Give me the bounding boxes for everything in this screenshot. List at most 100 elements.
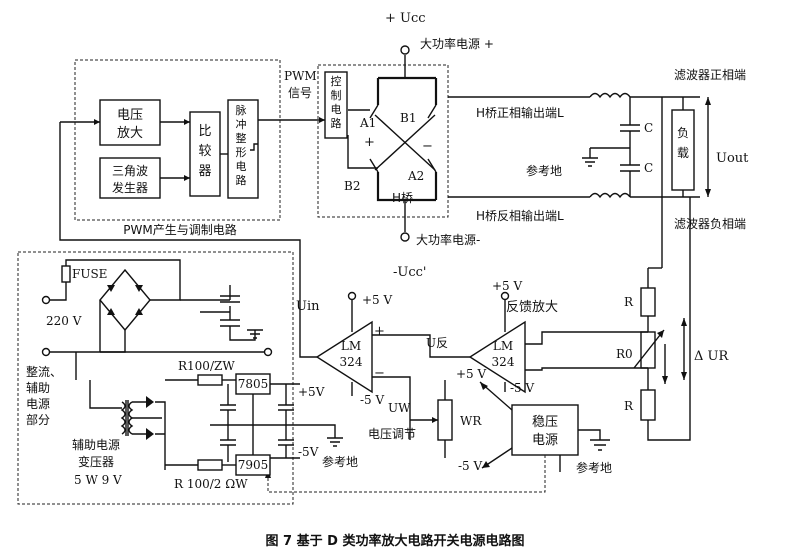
switch-a1-b1: [369, 104, 437, 119]
h-out-neg-label: H桥反相输出端L: [476, 208, 564, 223]
cap-label-1: C: [644, 121, 653, 135]
input-plus-sign: +: [374, 324, 385, 339]
comparator-label-3: 器: [198, 164, 211, 179]
fuse-symbol: [61, 265, 71, 283]
h-bridge-top-rail: [376, 76, 438, 105]
wr-minus5v-label: -5 V: [458, 459, 483, 473]
label-a2: A2: [407, 169, 424, 183]
vcc-neg-label: -Ucc': [393, 265, 426, 280]
resistor-r100zw: [197, 374, 223, 386]
lm324-2-label-1: LM: [493, 339, 513, 353]
voltage-adjust-label: 电压调节: [368, 427, 416, 441]
resistor-r-bottom: [640, 389, 656, 421]
rect-label-2: 辅助: [26, 381, 50, 395]
filter-pos-label: 滤波器正相端: [674, 68, 746, 82]
pwm-signal-label-2: 信号: [288, 86, 312, 100]
ufan-wire: [372, 334, 470, 358]
triangle-wave-label-1: 三角波: [112, 164, 148, 178]
uout-label: Uout: [716, 151, 749, 166]
filter-neg-label: 滤波器负相端: [674, 217, 746, 231]
power-neg-label: 大功率电源-: [416, 232, 480, 247]
diode-icon: [146, 428, 154, 440]
cap-label-2: C: [644, 161, 653, 175]
diode-icon: [146, 396, 154, 408]
h-bridge-cross: [374, 114, 436, 171]
input-minus-sign: −: [374, 366, 385, 381]
regulated-supply-dashed-link: [267, 455, 546, 493]
feedback-amplifier: LM 324 +5 V -5 V 反馈放大: [468, 279, 558, 395]
vcc-pos-label: + Ucc: [385, 11, 426, 26]
bridge-plus-sign: +: [364, 135, 375, 150]
aux-transformer-label-1: 辅助电源: [72, 438, 120, 452]
lm324-1-label-1: LM: [341, 339, 361, 353]
filter-capacitors: [620, 97, 640, 197]
pwm-generation-block: 电压 放大 三角波 发生器 比 较 器 脉 冲 整 形 电 路 PWM产生与调制…: [60, 59, 281, 237]
arrow-icon: [705, 97, 711, 105]
uw-label: UW: [388, 401, 411, 415]
arrow-icon: [184, 119, 190, 125]
label-hbridge: H桥: [392, 191, 413, 205]
pulse-shaper-char-2: 冲: [236, 117, 247, 131]
diode-icon: [135, 308, 143, 315]
input-amplifier: LM 324 +5 V -5 V + −: [315, 291, 393, 407]
reg-ground-rail: [210, 424, 336, 438]
triangle-wave-label-2: 发生器: [112, 180, 148, 195]
h-out-pos-label: H桥正相输出端L: [476, 105, 564, 120]
pwm-block-caption: PWM产生与调制电路: [123, 222, 236, 237]
arrow-icon: [662, 376, 668, 384]
wr-plus5v-label: +5 V: [456, 367, 487, 381]
diode-icon: [135, 285, 143, 292]
regulated-label-1: 稳压: [532, 414, 558, 430]
r-top-label: R: [624, 295, 634, 309]
label-a1: A1: [359, 116, 376, 130]
feedback-wire-bottom: [647, 197, 691, 441]
output-filter: C C 参考地 负 载 Uout 滤波器正相端 滤波器负相端 H桥正相输出端L …: [448, 68, 749, 231]
ground-symbol-icon: [327, 437, 343, 447]
resistor-r-top: [640, 287, 656, 317]
voltage-amplifier-label-1: 电压: [117, 108, 143, 123]
transformer-secondary-coil: [128, 401, 134, 435]
filter-rails: [630, 96, 700, 198]
transformer-primary-wire: [89, 380, 122, 409]
delta-ur-label: Δ UR: [694, 349, 729, 364]
control-circuit-box: [324, 71, 348, 139]
fuse-label: FUSE: [72, 267, 107, 281]
label-b2: B2: [344, 179, 360, 193]
r100-2-label: R 100/2 ΩW: [174, 477, 248, 491]
input-minus5v-label: -5 V: [360, 393, 385, 407]
pwm-block-border: [74, 59, 281, 221]
inductor-bottom: [589, 192, 631, 199]
uin-wire: [59, 122, 317, 358]
mains-terminal-1: [41, 295, 51, 305]
arrow-icon: [705, 189, 711, 197]
ground-symbol-icon: [582, 148, 598, 167]
lm324-input-triangle: [315, 320, 373, 394]
potentiometer-wr: [437, 399, 453, 441]
label-b1: B1: [400, 111, 416, 125]
mains-wires: [50, 259, 181, 301]
aux-power-block: FUSE 220 V 辅助电源 变压器 5 W 9 V: [17, 251, 358, 505]
arrow-icon: [657, 330, 664, 338]
ref-ground-label-1: 参考地: [526, 163, 562, 178]
bulk-capacitors: [220, 285, 263, 341]
resistor-r100-2: [197, 459, 223, 471]
vcc-pos-terminal: [400, 45, 410, 55]
arrow-icon: [480, 382, 488, 390]
aux-block-border: [17, 251, 294, 505]
power-pos-label: 大功率电源 +: [420, 36, 494, 51]
reg7905-label: 7905: [238, 458, 269, 472]
reg-caps-left: [220, 384, 236, 462]
h-bridge-bottom-rail: [376, 172, 438, 202]
feedback-amp-label: 反馈放大: [506, 300, 558, 315]
rectifier-rails: [75, 299, 265, 380]
rect-label-4: 部分: [26, 412, 50, 427]
plus5v-terminal: [347, 291, 357, 301]
r0-adjust-arrow: [633, 329, 665, 369]
pulse-shaper-char-3: 整: [236, 131, 247, 145]
uw-wire: [372, 376, 411, 440]
r0-label: R0: [616, 347, 633, 361]
control-to-switch-wires: [347, 109, 378, 169]
pulse-shaper-box: [227, 99, 259, 199]
inductor-top: [589, 92, 631, 99]
voltage-amplifier-box: [99, 99, 161, 146]
